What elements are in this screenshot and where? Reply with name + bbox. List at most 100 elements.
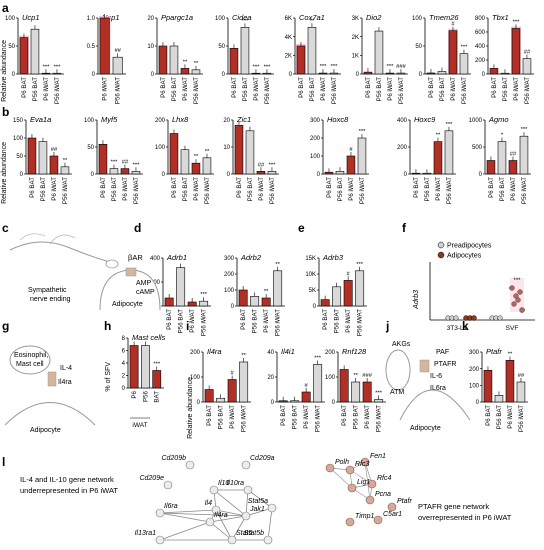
significance-label: # xyxy=(349,147,353,153)
panel-letter-a: a xyxy=(2,1,9,15)
bar xyxy=(426,72,436,75)
bar xyxy=(229,48,239,75)
x-tick-label: P6 BAT xyxy=(280,405,287,426)
x-tick-label: P6 BAT xyxy=(413,177,420,198)
bar xyxy=(191,162,201,175)
bar xyxy=(278,400,288,403)
x-tick-label: P6 BAT xyxy=(206,405,213,426)
network-edge xyxy=(215,509,247,517)
bar xyxy=(191,69,201,75)
x-tick-label: P6 iWAT xyxy=(387,77,394,101)
chart-title: Eva1a xyxy=(30,115,51,124)
x-tick-label: P56 BAT xyxy=(178,309,185,334)
y-tick-label: 50 xyxy=(8,44,15,50)
gene-label: Polh xyxy=(335,459,349,466)
x-tick-label: P6 BAT xyxy=(488,177,495,198)
y-tick-label: 200 xyxy=(224,272,235,278)
y-tick-label: 5K xyxy=(309,288,316,294)
y-tick-label: 200 xyxy=(310,136,321,142)
significance-label: *** xyxy=(320,64,328,70)
bar xyxy=(112,56,123,75)
x-tick-label: P6 BAT xyxy=(485,405,492,426)
x-tick-label: P6 BAT xyxy=(171,177,178,198)
left-caption: underrepresented in P6 iWAT xyxy=(20,486,118,495)
gene-label: Il4ra xyxy=(214,512,228,519)
nerve-terminal xyxy=(105,259,119,269)
gene-label: Lig1 xyxy=(357,479,370,486)
y-tick-label: 100 xyxy=(325,375,336,381)
gene-label: Fen1 xyxy=(370,453,386,460)
significance-label: *** xyxy=(513,278,521,284)
bar xyxy=(202,157,212,175)
bar xyxy=(169,133,179,175)
y-tick-label: 800 xyxy=(475,16,486,22)
bar xyxy=(199,300,209,307)
network-panel-l: IL-4 and IL-10 gene networkunderrepresen… xyxy=(20,453,512,545)
significance-label: ## xyxy=(518,373,525,379)
bar xyxy=(176,267,186,307)
y-tick-label: 0.5 xyxy=(87,44,96,50)
x-tick-label: P56 BAT xyxy=(499,177,506,202)
network-node xyxy=(345,517,355,527)
network-edge xyxy=(329,467,353,489)
bar xyxy=(332,286,342,307)
y-tick-label: 10 xyxy=(147,44,154,50)
bar xyxy=(290,400,300,403)
significance-label: *** xyxy=(356,262,364,268)
network-node xyxy=(267,503,277,513)
y-tick-label: 0 xyxy=(122,386,126,392)
chart-title: Adrb3 xyxy=(322,253,344,262)
il6ra-label: IL6ra xyxy=(430,385,446,392)
bar xyxy=(339,369,349,403)
x-tick-label: 3T3-L1 xyxy=(447,325,468,332)
y-tick-label: 6K xyxy=(285,16,292,22)
x-tick-label: P56 iWAT xyxy=(331,77,338,104)
bar xyxy=(519,135,529,175)
y-tick-label: 0 xyxy=(356,72,360,78)
y-tick-label: 20 xyxy=(147,16,154,22)
significance-label: ** xyxy=(264,289,269,295)
y-tick-label: 100 xyxy=(5,16,16,22)
chart-title: Ppargc1a xyxy=(161,13,193,22)
bar xyxy=(98,144,108,175)
x-tick-label: P6 BAT xyxy=(231,77,238,98)
bar xyxy=(444,130,454,175)
x-tick-label: P56 iWAT xyxy=(54,77,61,104)
x-tick-label: P6 iWAT xyxy=(258,177,265,201)
chart-title: Tbx1 xyxy=(492,13,509,22)
x-tick-label: P56 BAT xyxy=(252,309,259,334)
y-tick-label: 0 xyxy=(197,400,201,406)
y-tick-label: 100 xyxy=(13,136,24,142)
x-tick-label: P56 iWAT xyxy=(524,77,531,104)
bar xyxy=(129,345,139,389)
significance-label: ## xyxy=(524,50,531,56)
legend-marker-preadipocytes xyxy=(437,241,445,249)
ptafr-label: PTAFR xyxy=(434,361,456,368)
x-tick-label: P6 iWAT xyxy=(450,77,457,101)
data-point xyxy=(509,285,515,291)
chart-title: Zic1 xyxy=(236,115,251,124)
bar xyxy=(169,45,179,75)
x-tick-label: P6 BAT xyxy=(21,77,28,98)
significance-label: *** xyxy=(446,122,454,128)
x-tick-label: P6 BAT xyxy=(160,77,167,98)
significance-label: ## xyxy=(51,147,58,153)
y-tick-label: 0 xyxy=(151,72,155,78)
gene-label: Cd209a xyxy=(250,455,275,462)
receptor-icon xyxy=(47,371,57,387)
x-tick-label: P6 iWAT xyxy=(253,77,260,101)
chart-title: Rnf128 xyxy=(342,347,367,356)
y-tick-label: 2K xyxy=(285,54,292,60)
bar xyxy=(448,30,458,75)
x-tick-label: P6 iWAT xyxy=(345,309,352,333)
bar xyxy=(99,17,110,75)
network-node xyxy=(155,535,165,545)
x-tick-label: P6 iWAT xyxy=(263,309,270,333)
chart-title: Ptafr xyxy=(486,347,502,356)
